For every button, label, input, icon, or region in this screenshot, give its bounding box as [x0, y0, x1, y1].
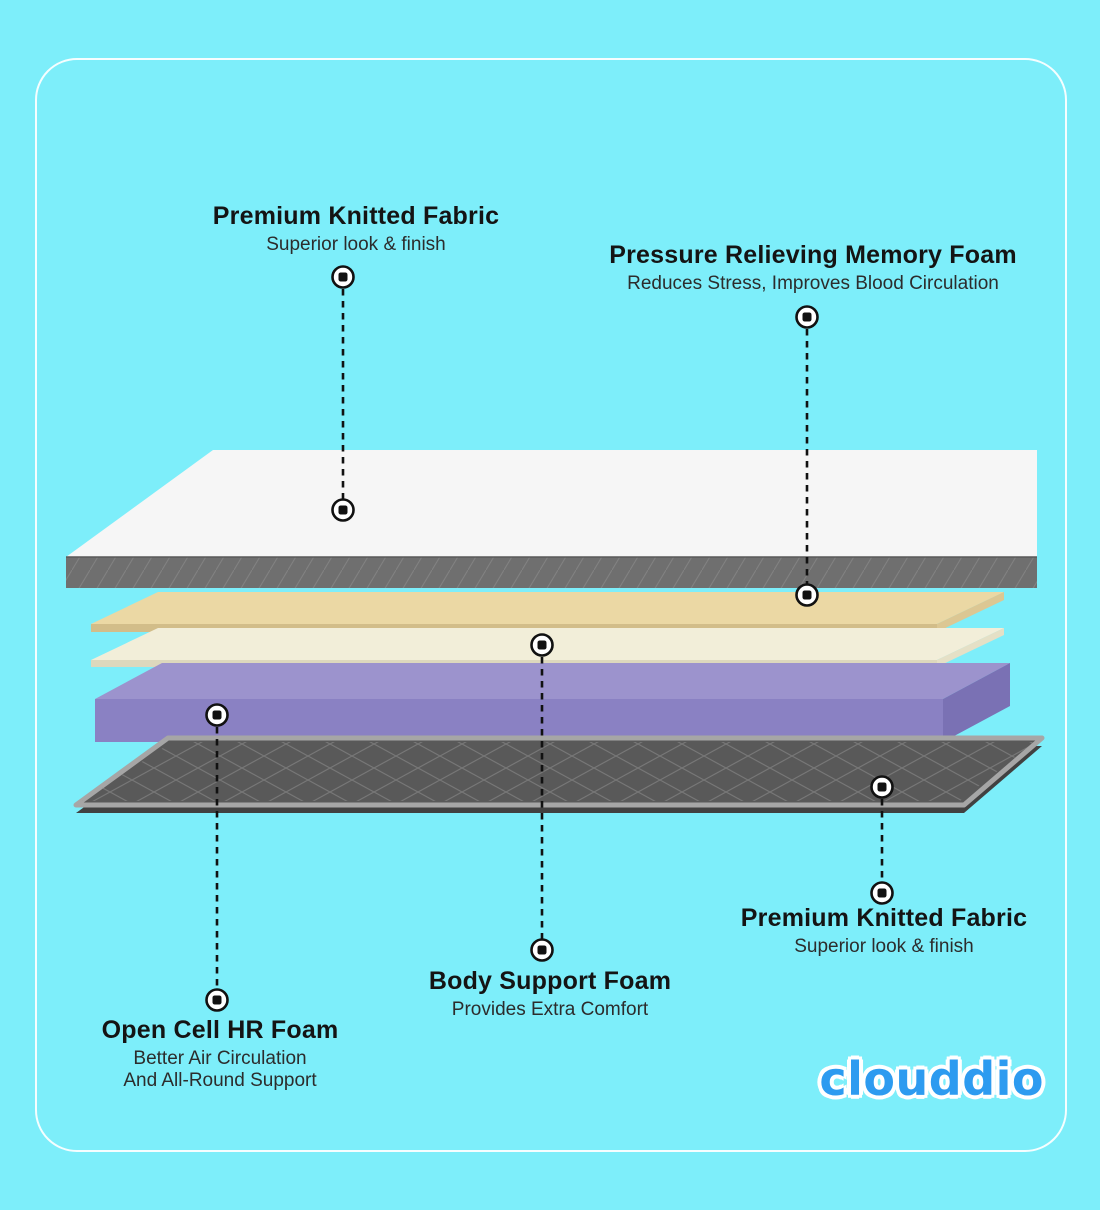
callout-marker: [331, 498, 355, 522]
callout-title: Body Support Foam: [428, 967, 672, 995]
callout-title: Open Cell HR Foam: [101, 1016, 339, 1044]
layer-premium-knitted-fabric-top: [66, 450, 1037, 588]
layer-base-knitted-fabric: [73, 735, 1045, 813]
callout-marker: [205, 703, 229, 727]
callout-subtitle-line2: And All-Round Support: [123, 1070, 317, 1091]
callout-marker: [331, 265, 355, 289]
callout-marker: [205, 988, 229, 1012]
callout-marker: [795, 305, 819, 329]
callout-premium-knitted-fabric-bottom: Premium Knitted Fabric Superior look & f…: [741, 904, 1027, 958]
callout-memory-foam: Pressure Relieving Memory Foam Reduces S…: [609, 241, 1017, 295]
callout-open-cell-hr-foam: Open Cell HR Foam Better Air Circulation…: [102, 1016, 339, 1092]
callout-subtitle: Superior look & finish: [794, 936, 974, 957]
callout-subtitle: Superior look & finish: [266, 234, 446, 255]
layer-hr-foam: [95, 663, 1010, 742]
callout-markers: [205, 265, 894, 1012]
callout-subtitle: Better Air Circulation: [133, 1048, 307, 1069]
brand-logo: clouddio: [819, 1052, 1044, 1106]
callout-marker: [870, 881, 894, 905]
callout-marker: [795, 583, 819, 607]
callout-title: Pressure Relieving Memory Foam: [609, 241, 1017, 269]
callout-subtitle: Provides Extra Comfort: [451, 999, 649, 1020]
callout-marker: [870, 775, 894, 799]
callout-marker: [530, 938, 554, 962]
layer-memory-foam: [91, 592, 1004, 632]
callout-lines: [215, 277, 884, 1000]
callout-body-support-foam: Body Support Foam Provides Extra Comfort: [429, 967, 671, 1021]
callout-title: Premium Knitted Fabric: [740, 904, 1028, 932]
callout-marker: [530, 633, 554, 657]
callout-premium-knitted-fabric-top: Premium Knitted Fabric Superior look & f…: [213, 202, 499, 256]
callout-subtitle: Reduces Stress, Improves Blood Circulati…: [627, 273, 999, 294]
callout-title: Premium Knitted Fabric: [212, 202, 500, 230]
